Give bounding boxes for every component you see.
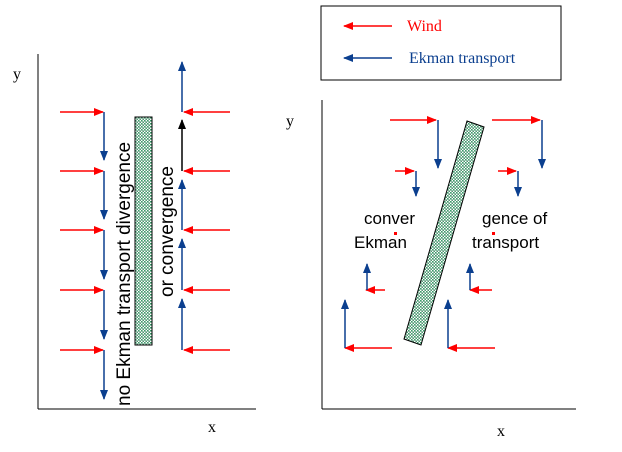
right-left-text-line2: Ekman	[354, 233, 407, 252]
right-front-bar	[403, 120, 485, 346]
marker-dot	[492, 232, 495, 235]
left-x-label: x	[208, 419, 216, 436]
right-right-text-line2: transport	[472, 233, 539, 252]
left-y-label: y	[13, 66, 21, 83]
left-caption-line2: or convergence	[157, 166, 178, 297]
right-right-text-line1: gence of	[482, 209, 547, 228]
legend-box	[320, 5, 562, 81]
legend: Wind Ekman transport	[320, 5, 562, 81]
right-x-label: x	[497, 423, 505, 440]
left-caption-line1: no Ekman transport divergence	[114, 142, 135, 406]
legend-wind-label: Wind	[407, 18, 442, 35]
marker-dot	[394, 232, 397, 235]
right-wind-arrows	[344, 116, 541, 352]
right-ekman-arrows	[341, 120, 546, 348]
left-wind-arrows-west	[60, 108, 104, 354]
left-front-bar	[134, 116, 153, 346]
legend-ekman-label: Ekman transport	[409, 50, 516, 67]
right-y-label: y	[286, 113, 294, 130]
left-panel: y x	[13, 54, 256, 436]
right-panel: y x conver Ekman gence of transport	[286, 100, 576, 440]
left-wind-arrows-east	[183, 108, 230, 354]
right-left-text-line1: conver	[364, 209, 415, 228]
